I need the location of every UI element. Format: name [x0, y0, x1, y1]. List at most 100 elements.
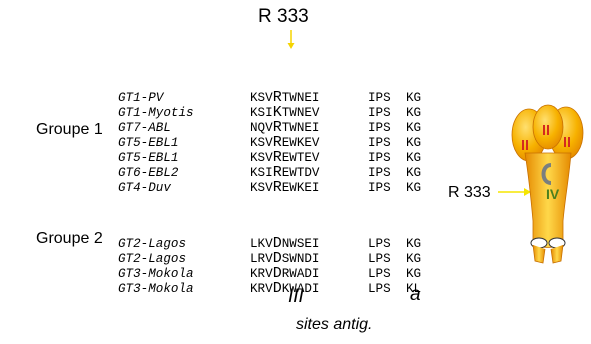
strain-name: GT7-ABL	[118, 121, 171, 135]
antigenic-sites-caption: sites antig.	[296, 316, 373, 333]
residue-333: D	[272, 265, 282, 282]
sequence-suffix: TWNEI	[281, 91, 320, 105]
site-iii-label: III	[288, 286, 304, 307]
motif-site-a: KG	[406, 181, 422, 195]
motif-site-a: KG	[406, 237, 422, 251]
sequence-suffix: EWTEV	[281, 151, 320, 165]
sequence-suffix: EWKEI	[281, 181, 320, 195]
residue-333: K	[272, 104, 282, 121]
group1-label: Groupe 1	[36, 121, 103, 138]
sequence-suffix: NWSEI	[281, 237, 320, 251]
site-iv-marks: IV	[546, 186, 560, 202]
strain-name: GT6-EBL2	[118, 166, 179, 180]
sequence-segment: LKVDNWSEI	[250, 235, 368, 252]
sequence-segment: KSIKTWNEV	[250, 104, 368, 121]
protein-r333-arrow	[498, 188, 531, 196]
sequence-prefix: KSV	[250, 136, 273, 150]
motif-site-iii: IPS	[368, 166, 391, 180]
strain-name: GT1-PV	[118, 91, 164, 105]
sequence-prefix: LRV	[250, 252, 273, 266]
sequence-suffix: SWNDI	[281, 252, 320, 266]
strain-name: GT2-Lagos	[118, 237, 187, 251]
protein-r333-label: R 333	[448, 184, 491, 201]
motif-site-a: KG	[406, 106, 422, 120]
motif-site-iii: IPS	[368, 181, 391, 195]
sequence-prefix: KSV	[250, 181, 273, 195]
sequence-prefix: KSV	[250, 151, 273, 165]
strain-name: GT4-Duv	[118, 181, 171, 195]
group2-label: Groupe 2	[36, 230, 103, 247]
sequence-prefix: LKV	[250, 237, 273, 251]
sequence-segment: KRVDKWADI	[250, 280, 368, 297]
sequence-prefix: NQV	[250, 121, 273, 135]
motif-site-iii: IPS	[368, 106, 391, 120]
strain-name: GT2-Lagos	[118, 252, 187, 266]
sequence-segment: KSVRTWNEI	[250, 89, 368, 106]
sequence-prefix: KSV	[250, 91, 273, 105]
motif-site-a: KG	[406, 166, 422, 180]
sequence-prefix: KSI	[250, 106, 273, 120]
strain-name: GT1-Myotis	[118, 106, 194, 120]
svg-text:IV: IV	[546, 186, 560, 202]
motif-site-iii: IPS	[368, 91, 391, 105]
residue-333: D	[272, 280, 282, 297]
strain-name: GT5-EBL1	[118, 136, 179, 150]
motif-site-a: KG	[406, 252, 422, 266]
residue-333: R	[272, 164, 282, 181]
site-ii-marks	[522, 125, 570, 150]
sequence-segment: KSIREWTDV	[250, 164, 368, 181]
sequence-suffix: EWTDV	[281, 166, 320, 180]
motif-site-iii: LPS	[368, 252, 391, 266]
glycoprotein-trimer-illustration: IV	[511, 104, 584, 264]
motif-site-a: KG	[406, 136, 422, 150]
residue-333: R	[272, 119, 282, 136]
strain-name: GT3-Mokola	[118, 267, 194, 281]
motif-site-a: KG	[406, 267, 422, 281]
site-a-label: a	[410, 284, 421, 305]
sequence-segment: KSVREWKEV	[250, 134, 368, 151]
motif-site-a: KG	[406, 91, 422, 105]
motif-site-iii: IPS	[368, 136, 391, 150]
sequence-suffix: EWKEV	[281, 136, 320, 150]
sequence-segment: KRVDRWADI	[250, 265, 368, 282]
sequence-segment: LRVDSWNDI	[250, 250, 368, 267]
sequence-prefix: KRV	[250, 267, 273, 281]
motif-site-iii: IPS	[368, 151, 391, 165]
motif-site-iii: IPS	[368, 121, 391, 135]
sequence-prefix: KRV	[250, 282, 273, 296]
residue-333: D	[272, 250, 282, 267]
motif-site-a: KL	[406, 282, 422, 296]
r333-marker-label: R 333	[258, 6, 309, 27]
sequence-segment: KSVREWTEV	[250, 149, 368, 166]
site-iii-mark	[541, 163, 552, 185]
sequence-suffix: TWNEI	[281, 121, 320, 135]
residue-333: R	[272, 149, 282, 166]
sequence-suffix: RWADI	[281, 267, 320, 281]
sequence-suffix: TWNEV	[281, 106, 320, 120]
strain-name: GT3-Mokola	[118, 282, 194, 296]
r333-down-arrow	[287, 30, 295, 49]
residue-333: D	[272, 235, 282, 252]
residue-333: R	[272, 89, 282, 106]
motif-site-iii: LPS	[368, 237, 391, 251]
sequence-segment: KSVREWKEI	[250, 179, 368, 196]
strain-name: GT5-EBL1	[118, 151, 179, 165]
motif-site-iii: LPS	[368, 282, 391, 296]
residue-333: R	[272, 134, 282, 151]
residue-333: R	[272, 179, 282, 196]
sequence-suffix: KWADI	[281, 282, 320, 296]
motif-site-iii: LPS	[368, 267, 391, 281]
motif-site-a: KG	[406, 151, 422, 165]
